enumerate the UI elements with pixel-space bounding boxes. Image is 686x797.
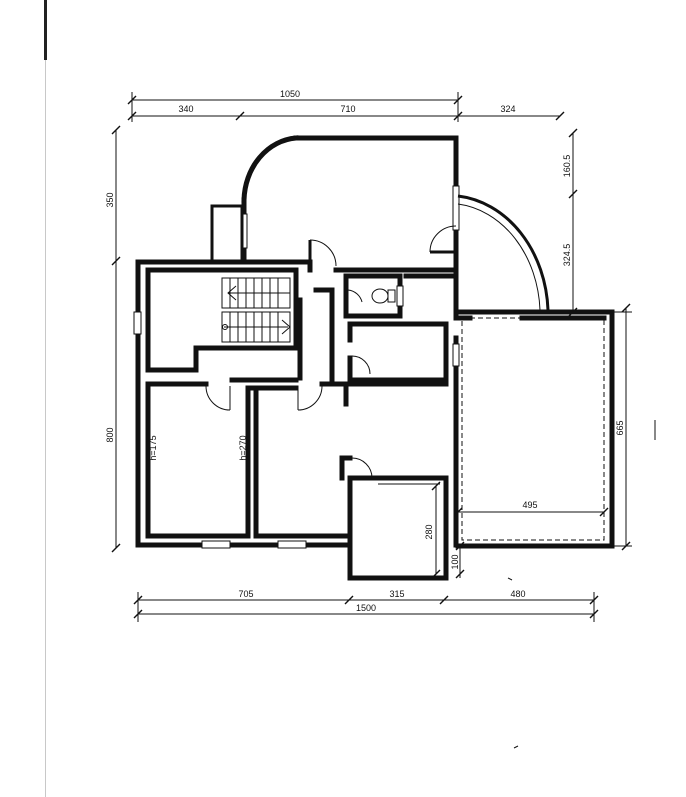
scan-edge-mark [44, 0, 47, 60]
right-small-rooms [347, 273, 460, 387]
stair-treads [229, 278, 279, 342]
window-left [133, 311, 142, 335]
garage: 495 [453, 309, 615, 549]
dim-bottom-left: 705 [238, 589, 253, 599]
window-bedroom-2 [277, 540, 307, 549]
stair-arrow-down-icon [281, 319, 291, 335]
dimension-top: 1050 340 710 324 [127, 89, 565, 122]
corridor-walls [297, 287, 335, 387]
porch-step: 100 [450, 554, 460, 569]
bay-door [429, 225, 457, 254]
upper-bay-walls [210, 135, 460, 273]
porch-depth: 280 [424, 524, 434, 539]
scan-edge-line [45, 60, 46, 797]
dim-bottom-right: 480 [510, 589, 525, 599]
scan-mark-2 [513, 745, 519, 749]
dim-top-left: 340 [178, 104, 193, 114]
toilet-icon [371, 288, 389, 304]
dimension-right: 160.5 324.5 665 [562, 128, 632, 551]
dim-right-upper-a: 160.5 [562, 155, 572, 178]
dimension-left: 350 800 [105, 125, 121, 553]
porch: 280 100 [339, 455, 465, 581]
garage-width: 495 [522, 500, 537, 510]
window-bedroom-1 [201, 540, 231, 549]
scan-mark-1 [507, 577, 513, 581]
entry-door [307, 239, 337, 273]
terrace-arc [457, 194, 550, 311]
exterior-walls [135, 259, 473, 548]
room-left-height: h=175 [148, 435, 158, 460]
dim-top-middle: 710 [340, 104, 355, 114]
dim-top-overall: 1050 [280, 89, 300, 99]
dim-left-upper: 350 [105, 192, 115, 207]
dim-right-lower: 665 [615, 420, 625, 435]
bedroom-doors [145, 377, 449, 411]
dim-right-upper-b: 324.5 [562, 244, 572, 267]
wc-room [343, 273, 404, 319]
dim-left-lower: 800 [105, 427, 115, 442]
dim-top-right: 324 [500, 104, 515, 114]
room-mid-height: h=270 [238, 435, 248, 460]
dimension-bottom: 705 315 480 1500 [133, 589, 599, 622]
stair-area [145, 267, 299, 373]
dim-bottom-overall: 1500 [356, 603, 376, 613]
bedrooms: h=175 h=270 [133, 311, 349, 549]
dim-bottom-middle: 315 [389, 589, 404, 599]
